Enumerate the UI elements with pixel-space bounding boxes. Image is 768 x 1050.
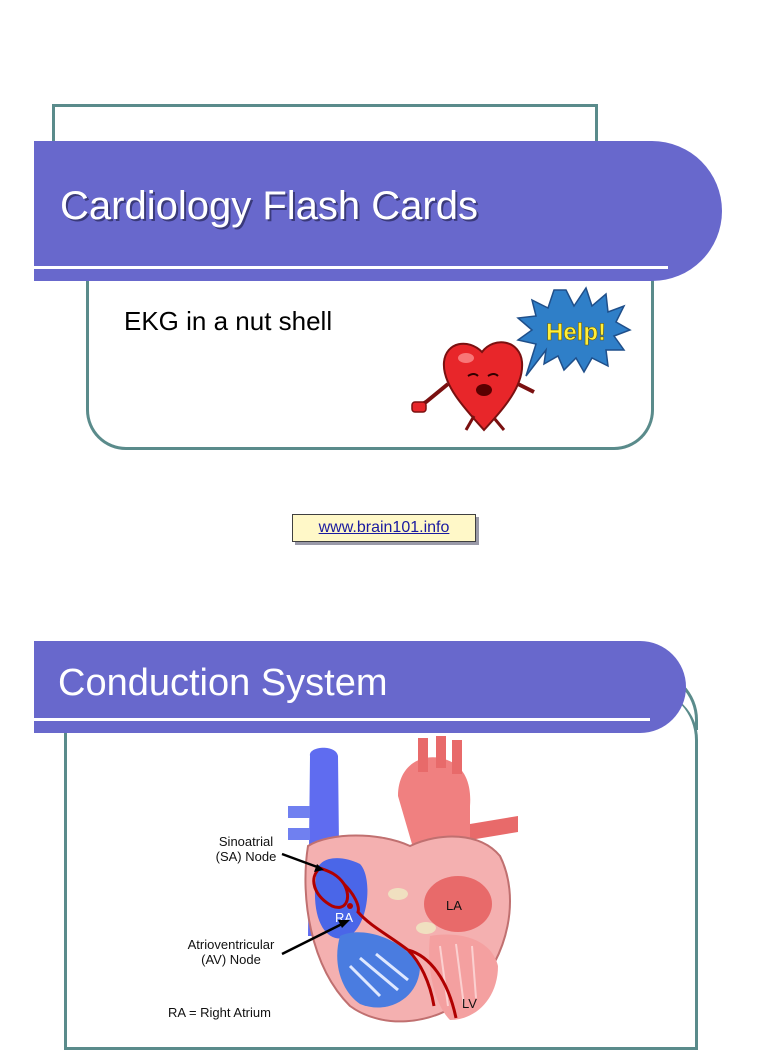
la-chamber-label: LA bbox=[446, 898, 462, 913]
conduction-pathway bbox=[312, 866, 458, 1019]
help-bubble bbox=[516, 286, 632, 377]
help-bubble-text: Help! bbox=[546, 319, 606, 346]
sa-node-label: Sinoatrial (SA) Node bbox=[196, 834, 296, 864]
slide1-top-frame bbox=[52, 104, 598, 164]
heart-conduction-diagram: RA LA LV bbox=[288, 736, 518, 1023]
av-node-label-line2: (AV) Node bbox=[201, 952, 261, 967]
av-node-label: Atrioventricular (AV) Node bbox=[160, 937, 302, 967]
slide2-title-banner bbox=[34, 641, 686, 733]
slide2-banner-rule bbox=[34, 718, 650, 721]
slide2-title: Conduction System bbox=[58, 662, 388, 704]
slide1-title: Cardiology Flash Cards bbox=[60, 184, 478, 228]
crying-heart-help-icon: Help! bbox=[411, 286, 632, 432]
abbreviation-key: RA = Right Atrium bbox=[168, 1005, 271, 1020]
callout-arrows bbox=[281, 852, 350, 956]
sa-node-label-line2: (SA) Node bbox=[215, 849, 277, 864]
slide1-banner-rule bbox=[34, 266, 668, 269]
lv-chamber-label: LV bbox=[462, 996, 477, 1011]
slide1-title-banner bbox=[34, 141, 722, 281]
sa-node-label-line1: Sinoatrial bbox=[218, 834, 274, 849]
av-node-label-line1: Atrioventricular bbox=[187, 937, 275, 952]
website-link[interactable]: www.brain101.info bbox=[292, 514, 476, 542]
slide1-subtitle: EKG in a nut shell bbox=[124, 306, 333, 336]
